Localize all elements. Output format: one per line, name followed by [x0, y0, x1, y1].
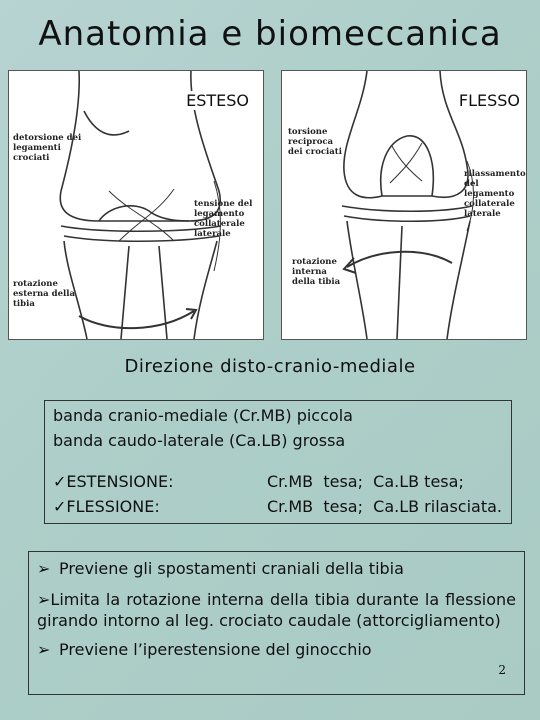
band-cranio-mediale: banda cranio-mediale (Cr.MB) piccola: [53, 406, 353, 425]
list-item: ➢ Previene gli spostamenti craniali dell…: [37, 558, 516, 579]
check-row-estensione: ✓ESTENSIONE: Cr.MB tesa; Ca.LB tesa;: [53, 469, 503, 494]
point-text: Previene l’iperestensione del ginocchio: [59, 640, 372, 659]
direction-subtitle: Direzione disto-cranio-mediale: [124, 356, 416, 377]
check-value: Cr.MB tesa; Ca.LB rilasciata.: [267, 497, 502, 516]
list-item: ➢ Limita la rotazione interna della tibi…: [37, 589, 516, 631]
functions-box: ➢ Previene gli spostamenti craniali dell…: [28, 551, 525, 695]
check-key: ✓ESTENSIONE:: [53, 472, 179, 491]
arrow-bullet-icon: ➢: [37, 559, 51, 578]
annotation-lateral-ligament-tension: tensione del legamento collaterale later…: [194, 199, 253, 239]
ligament-bands-box: banda cranio-mediale (Cr.MB) piccola ban…: [44, 400, 512, 524]
check-row-flessione: ✓FLESSIONE: Cr.MB tesa; Ca.LB rilasciata…: [53, 494, 503, 519]
annotation-lateral-ligament-relaxation: rilassamento del legamento collaterale l…: [464, 169, 526, 219]
list-item: ➢ Previene l’iperestensione del ginocchi…: [37, 639, 516, 660]
annotation-cruciate-torsion: torsione reciproca dei crociati: [288, 127, 342, 157]
knee-flexed-figure: FLESSO torsione reciproca dei crociati r…: [281, 70, 527, 340]
annotation-internal-rotation: rotazione interna della tibia: [292, 257, 341, 287]
page-number: 2: [498, 663, 506, 677]
flexed-label: FLESSO: [456, 91, 522, 110]
extended-label: ESTESO: [184, 91, 251, 110]
check-value: Cr.MB tesa; Ca.LB tesa;: [267, 472, 464, 491]
point-text: Limita la rotazione interna della tibia …: [37, 590, 516, 630]
point-text: Previene gli spostamenti craniali della …: [59, 559, 404, 578]
slide-title: Anatomia e biomeccanica: [38, 14, 502, 54]
annotation-cruciate-detorsion: detorsione dei legamenti crociati: [13, 133, 82, 163]
arrow-bullet-icon: ➢: [37, 640, 51, 659]
knee-flexed-drawing: [341, 71, 474, 339]
arrow-bullet-icon: ➢: [37, 590, 51, 609]
annotation-external-rotation: rotazione esterna della tibia: [13, 279, 75, 309]
band-caudo-laterale: banda caudo-laterale (Ca.LB) grossa: [53, 431, 346, 450]
check-key: ✓FLESSIONE:: [53, 497, 181, 516]
knee-extended-figure: ESTESO detorsione dei legamenti crociati…: [8, 70, 264, 340]
knee-extended-drawing: [59, 71, 222, 339]
